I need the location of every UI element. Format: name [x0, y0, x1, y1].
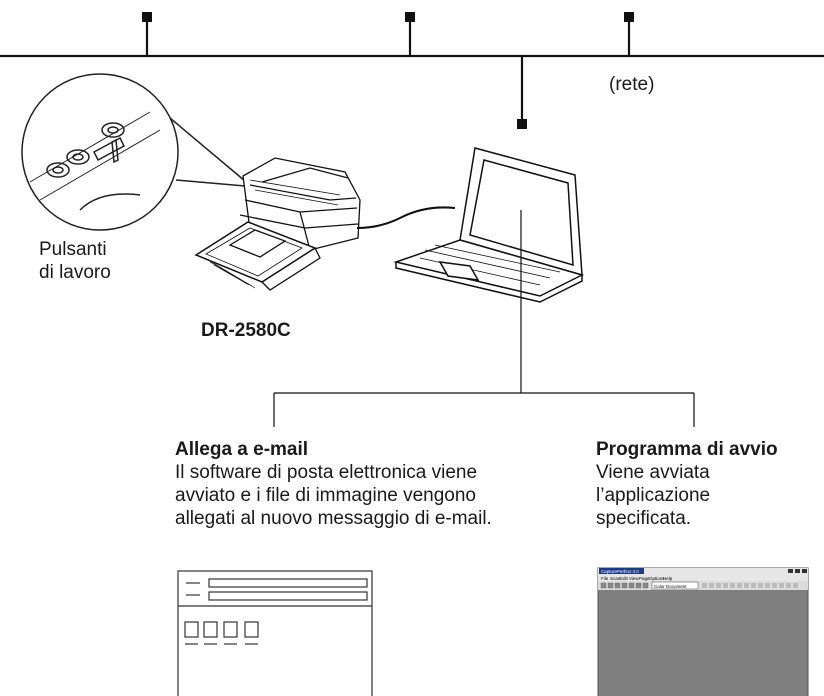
network-bus	[0, 18, 824, 122]
network-label: (rete)	[609, 74, 655, 95]
email-block-line: Il software di posta elettronica viene	[175, 462, 478, 483]
job-buttons-label-line2: di lavoro	[39, 262, 111, 283]
email-block-line: allegati al nuovo messaggio di e-mail.	[175, 508, 492, 529]
scanner-icon	[194, 157, 361, 291]
launcher-block-title: Programma di avvio	[596, 439, 778, 460]
app-window-title: CapturePerfect 3.0	[601, 569, 639, 574]
app-window-menu-options: Options	[649, 576, 665, 581]
email-window-icon	[177, 570, 373, 696]
job-buttons-label-line1: Pulsanti	[39, 239, 107, 260]
launcher-block: Programma di avvio Viene avviata l’appli…	[596, 438, 824, 530]
launcher-block-line: Viene avviata	[596, 462, 710, 483]
email-block: Allega a e-mail Il software di posta ele…	[175, 438, 492, 530]
app-window-menu-page: Page	[639, 576, 650, 581]
app-window-dropdown: Color Document	[654, 584, 687, 589]
laptop-icon	[393, 147, 585, 303]
scanner-model-label: DR-2580C	[201, 320, 291, 341]
job-buttons-label: Pulsanti di lavoro	[39, 238, 111, 284]
job-buttons-zoom-icon	[21, 73, 246, 231]
app-window-menu-help: Help	[663, 576, 673, 581]
app-window-menu-view: View	[629, 576, 639, 581]
app-window-menu-file: File	[601, 576, 609, 581]
output-tree-lines	[273, 210, 695, 427]
usb-cable	[356, 206, 456, 229]
app-window-menu-edit: Edit	[620, 576, 629, 581]
email-block-line: avviato e i file di immagine vengono	[175, 485, 477, 506]
launcher-block-line: specificata.	[596, 508, 692, 529]
network-node-icons	[142, 12, 634, 129]
launcher-block-line: l’applicazione	[596, 485, 711, 506]
email-block-title: Allega a e-mail	[175, 439, 309, 460]
app-window	[597, 567, 809, 696]
app-window-menu-scan: Scan	[610, 576, 621, 581]
